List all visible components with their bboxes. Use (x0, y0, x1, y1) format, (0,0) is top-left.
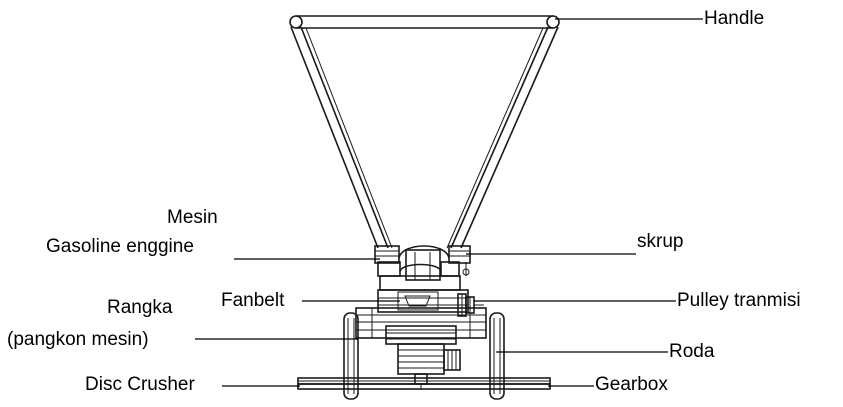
label-gasoline-engine: Gasoline enggine (46, 236, 194, 257)
handle-frame (289, 15, 560, 249)
label-skrup: skrup (637, 231, 684, 252)
screw-clamps (374, 245, 471, 276)
label-gearbox: Gearbox (595, 374, 668, 395)
pulley (457, 293, 484, 317)
label-pangkon-mesin: (pangkon mesin) (7, 329, 149, 350)
label-rangka: Rangka (107, 297, 173, 318)
gearbox (397, 343, 461, 390)
label-fanbelt: Fanbelt (221, 290, 285, 311)
leader-lines (195, 18, 703, 387)
label-mesin: Mesin (167, 207, 218, 228)
label-pulley: Pulley tranmisi (677, 290, 801, 311)
label-handle: Handle (704, 8, 765, 29)
label-roda: Roda (669, 341, 715, 362)
frame (355, 307, 487, 345)
disc-crusher (297, 377, 551, 390)
label-disc-crusher: Disc Crusher (85, 374, 195, 395)
engine-body (377, 245, 469, 313)
